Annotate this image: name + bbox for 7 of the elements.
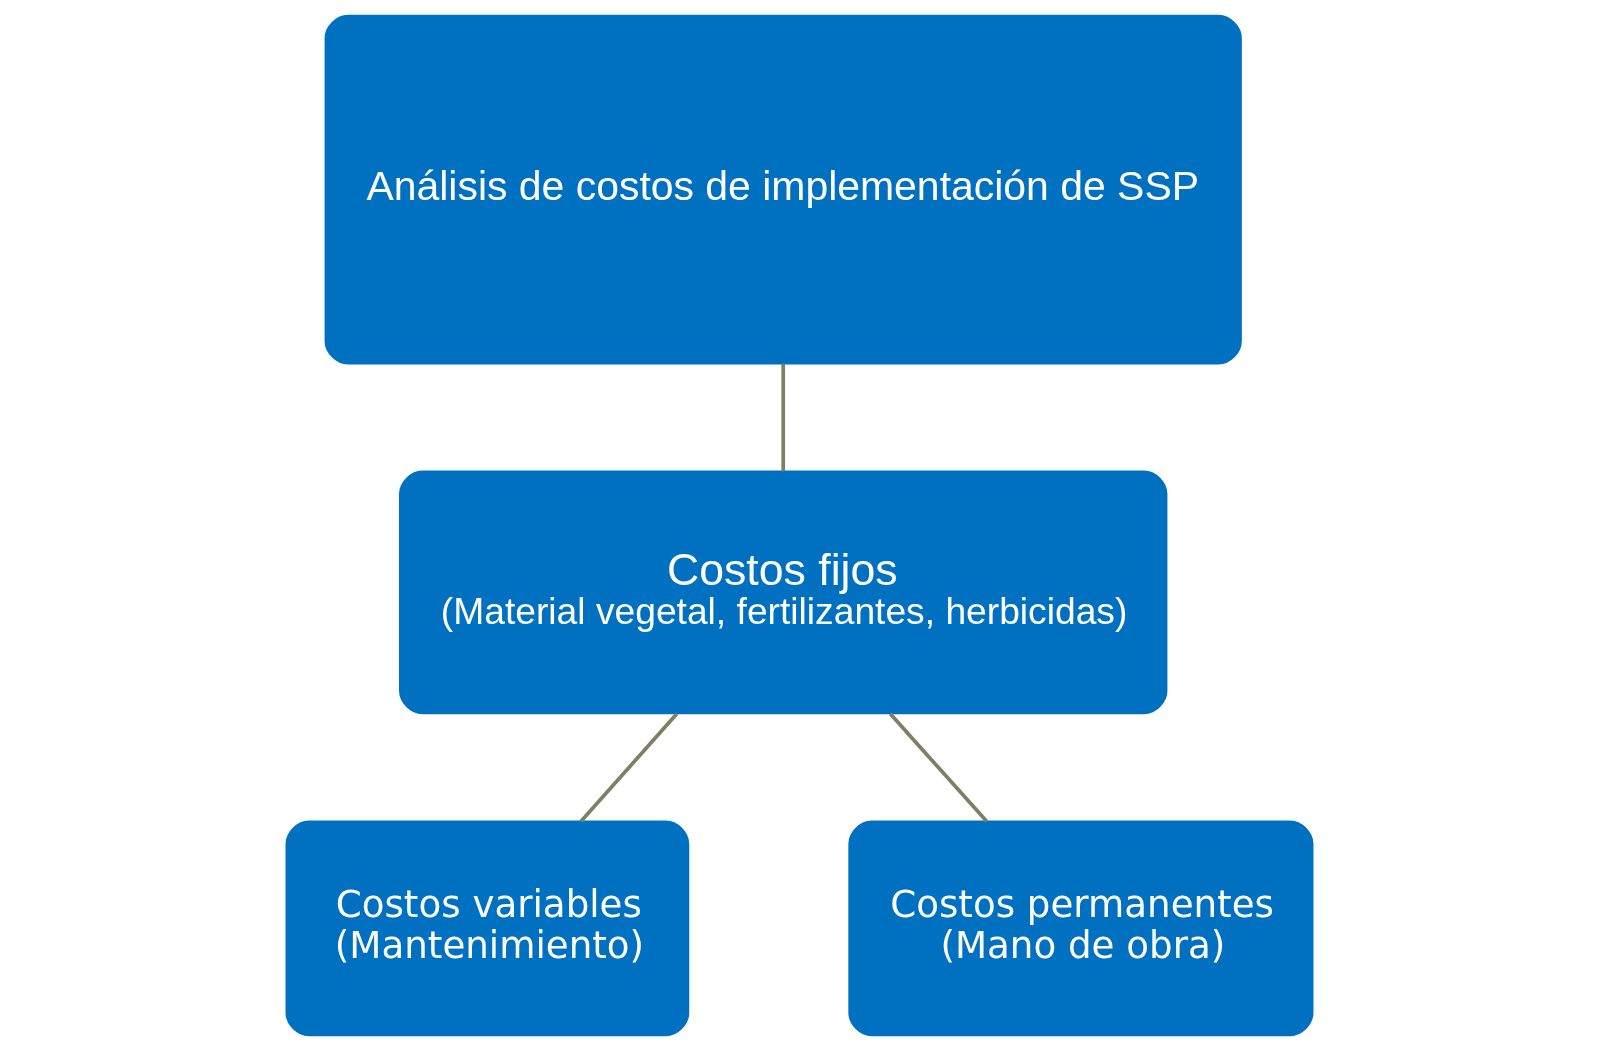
node-box: Costos variables (Mantenimiento) xyxy=(285,820,690,1037)
connector xyxy=(579,712,679,823)
connector xyxy=(888,712,989,823)
connector xyxy=(781,363,786,472)
node-box: Costos fijos (Material vegetal, fertilizantes, herbicidas) xyxy=(399,470,1168,715)
node-box: Análisis de costos de implementación de SSP xyxy=(324,14,1242,365)
node-box: Costos permanentes (Mano de obra) xyxy=(848,820,1314,1037)
